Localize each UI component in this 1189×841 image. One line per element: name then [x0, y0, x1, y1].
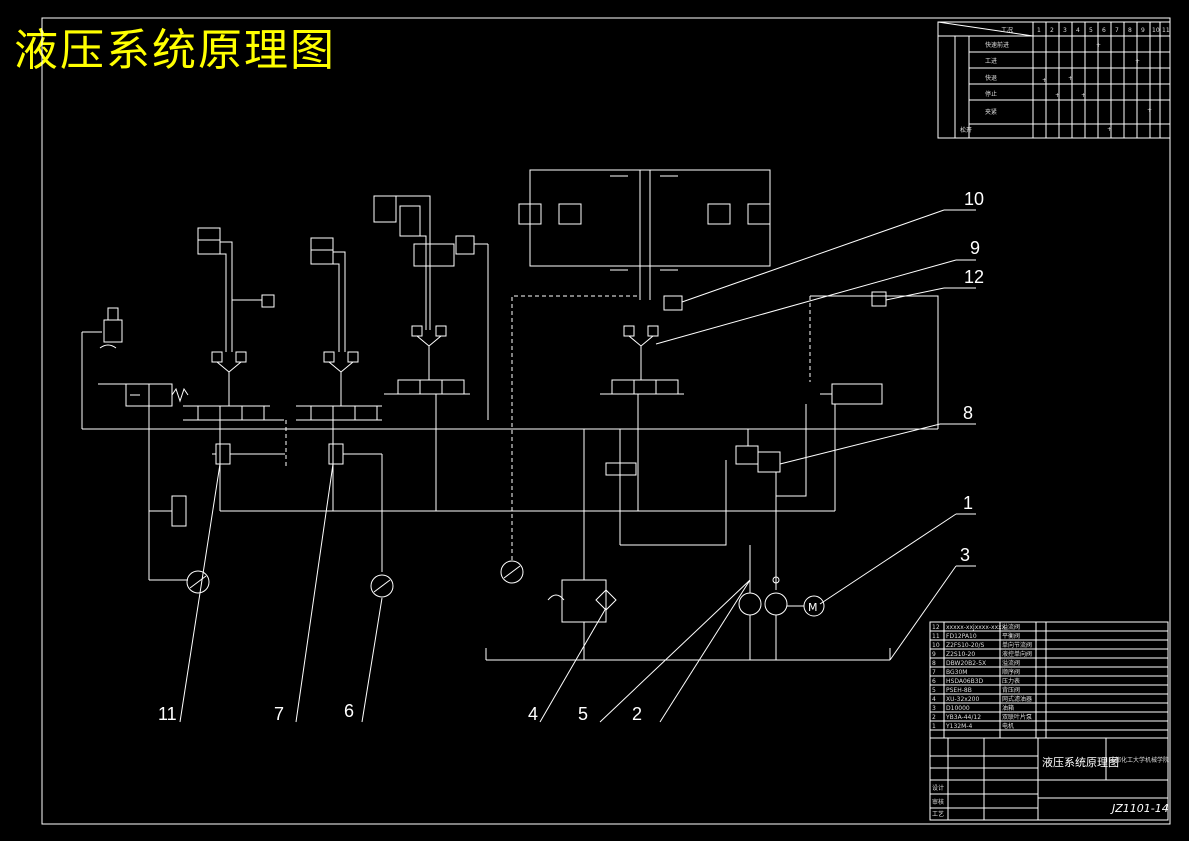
bom-code: PSEH-8B	[946, 687, 972, 694]
svg-text:工进: 工进	[985, 57, 997, 65]
svg-text:松开: 松开	[960, 126, 972, 134]
bom-no: 10	[932, 642, 940, 649]
svg-text:10: 10	[964, 189, 984, 209]
svg-text:停止: 停止	[985, 90, 997, 98]
svg-text:10: 10	[1152, 27, 1160, 34]
svg-text:8: 8	[963, 403, 973, 423]
bom-code: xxxxx-xxjxxxx-xxxx	[946, 624, 1006, 631]
svg-text:审核: 审核	[932, 798, 944, 806]
cylinder-column-2	[296, 237, 394, 598]
bom-name: 顺序阀	[1002, 668, 1020, 676]
svg-text:5: 5	[578, 704, 588, 724]
svg-text:快退: 快退	[985, 74, 997, 82]
svg-text:12: 12	[964, 267, 984, 287]
svg-text:3: 3	[1063, 27, 1067, 34]
center-cylinder-bank	[518, 169, 771, 546]
svg-text:4: 4	[1076, 27, 1080, 34]
title-block: 液压系统原理图 成都化工大学机械学院 JZ1101-14 设计 审核 工艺	[929, 737, 1169, 821]
bom-name: 压力表	[1002, 677, 1020, 685]
bom-no: 7	[932, 669, 936, 676]
bom-no: 1	[932, 723, 936, 730]
bom-name: 电机	[1002, 722, 1014, 730]
bom-no: 11	[932, 633, 940, 640]
svg-text:液压系统原理图: 液压系统原理图	[1042, 755, 1119, 769]
bom-name: 双联叶片泵	[1002, 713, 1032, 721]
left-actuator-group	[98, 307, 210, 594]
bom-no: 6	[932, 678, 936, 685]
bom-code: Z2S10-20	[946, 651, 975, 658]
bom-name: 溢流阀	[1002, 623, 1020, 631]
svg-text:3: 3	[960, 545, 970, 565]
bom-code: XU-32x200	[946, 696, 979, 703]
bom-name: 背压阀	[1002, 686, 1020, 694]
leader-lines	[179, 209, 976, 723]
svg-text:4: 4	[528, 704, 538, 724]
bom-no: 2	[932, 714, 936, 721]
svg-text:2: 2	[632, 704, 642, 724]
svg-text:M: M	[808, 601, 818, 614]
bom-code: HSDA06B3D	[946, 678, 984, 685]
svg-text:+: +	[1081, 92, 1086, 99]
bom-no: 3	[932, 705, 936, 712]
svg-text:+: +	[1068, 75, 1073, 82]
svg-text:1: 1	[963, 493, 973, 513]
bom-no: 12	[932, 624, 940, 631]
bom-name: 单向节流阀	[1002, 641, 1032, 649]
svg-text:6: 6	[344, 701, 354, 721]
svg-text:JZ1101-14: JZ1101-14	[1110, 802, 1169, 815]
drawing-title: 液压系统原理图	[14, 25, 336, 76]
svg-text:7: 7	[1115, 27, 1119, 34]
svg-text:+: +	[1107, 126, 1112, 133]
svg-text:工况: 工况	[1001, 27, 1013, 34]
svg-text:9: 9	[970, 238, 980, 258]
pump-station: M	[485, 429, 891, 661]
svg-text:+: +	[1147, 107, 1152, 114]
bom-code: Z2FS10-20/S	[946, 642, 985, 649]
bom-code: D10000	[946, 705, 970, 712]
cylinder-column-1	[183, 227, 285, 511]
bom-name: 平衡阀	[1002, 632, 1020, 640]
svg-text:成都化工大学机械学院: 成都化工大学机械学院	[1109, 756, 1169, 764]
bom-name: 网式滤油器	[1002, 695, 1032, 703]
svg-text:工艺: 工艺	[932, 810, 944, 818]
svg-text:7: 7	[274, 704, 284, 724]
svg-text:夹紧: 夹紧	[985, 108, 997, 116]
bom-name: 液控单向阀	[1002, 650, 1032, 658]
svg-text:+: +	[1055, 92, 1060, 99]
svg-text:8: 8	[1128, 27, 1132, 34]
svg-text:快速前进: 快速前进	[985, 41, 1009, 49]
bom-name: 溢流阀	[1002, 659, 1020, 667]
bom-no: 8	[932, 660, 936, 667]
bom-code: DBW20B2-5X	[946, 660, 986, 667]
bom-no: 5	[932, 687, 936, 694]
svg-text:9: 9	[1141, 27, 1145, 34]
right-valve-group	[735, 291, 939, 590]
bom-code: Y132M-4	[945, 723, 972, 730]
bom-code: YB3A-44/12	[945, 714, 981, 721]
svg-text:设计: 设计	[932, 784, 944, 792]
svg-text:+: +	[1042, 77, 1047, 84]
bom-no: 9	[932, 651, 936, 658]
cylinder-column-3	[373, 195, 489, 511]
sequence-table: 工况 1 2 3 4 5 6 7 8 9 10 11 快速前进 工进 快退 停止…	[937, 21, 1171, 139]
svg-text:2: 2	[1050, 27, 1054, 34]
bom-code: FD12PA10	[946, 633, 977, 640]
bom-no: 4	[932, 696, 936, 703]
svg-text:11: 11	[1162, 27, 1170, 34]
bom-name: 油箱	[1002, 704, 1014, 712]
svg-text:5: 5	[1089, 27, 1093, 34]
svg-text:+: +	[1135, 58, 1140, 65]
bom-code: BG30M	[946, 669, 967, 676]
svg-text:1: 1	[1037, 27, 1041, 34]
svg-text:+: +	[1096, 42, 1101, 49]
svg-text:6: 6	[1102, 27, 1106, 34]
svg-text:11: 11	[158, 704, 177, 724]
drawing-frame	[41, 17, 1171, 825]
